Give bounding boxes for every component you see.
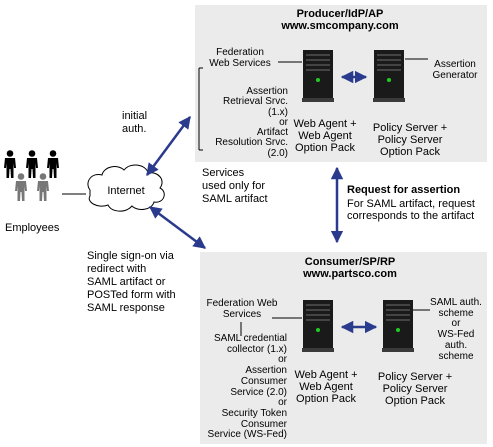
- consumer-federation-services: Federation Web Services: [202, 298, 282, 320]
- text-line: Option Pack: [380, 146, 440, 158]
- producer-web-agent-server-icon: [302, 50, 334, 102]
- assertion-generator-label: Assertion Generator: [425, 59, 485, 81]
- sso-note: Single sign-on via redirect with SAML ar…: [87, 250, 176, 315]
- consumer-credential-collector: SAML credential collector (1.x) or Asser…: [195, 333, 287, 441]
- employee-icon: [15, 173, 27, 201]
- producer-url: www.smcompany.com: [281, 20, 399, 32]
- text-line: Assertion: [245, 365, 287, 377]
- text-line: Web Agent +: [294, 369, 358, 381]
- employee-icon: [47, 150, 59, 178]
- text-line: Option Pack: [385, 395, 445, 407]
- text-line: or: [451, 318, 461, 330]
- consumer-url: www.partsco.com: [303, 268, 397, 280]
- consumer-web-agent-label: Web Agent + Web Agent Option Pack: [286, 369, 366, 405]
- text-line: Federation: [216, 47, 264, 58]
- text-line: (1.x): [268, 106, 288, 118]
- text-line: For SAML artifact, request: [347, 198, 475, 210]
- text-line: collector (1.x): [226, 343, 287, 355]
- services-note: Services used only for SAML artifact: [202, 167, 268, 206]
- text-line: corresponds to the artifact: [347, 210, 475, 222]
- text-line: Option Pack: [295, 142, 355, 154]
- consumer-policy-server-label: Policy Server + Policy Server Option Pac…: [365, 371, 465, 407]
- text-line: redirect with: [87, 263, 147, 275]
- text-line: Assertion: [434, 59, 476, 70]
- text-line: scheme: [438, 307, 474, 319]
- text-line: or: [278, 397, 287, 409]
- employee-icon: [26, 150, 38, 178]
- text-line: or: [279, 116, 288, 128]
- text-line: SAML artifact or: [87, 276, 166, 288]
- consumer-web-agent-server-icon: [302, 300, 334, 352]
- text-line: SAML artifact: [202, 193, 268, 205]
- text-line: SAML response: [87, 302, 165, 314]
- text-line: initial: [122, 110, 148, 122]
- text-line: Security Token: [221, 407, 287, 419]
- request-detail: For SAML artifact, request corresponds t…: [347, 198, 475, 222]
- text-line: SAML auth.: [430, 297, 482, 308]
- text-line: Option Pack: [296, 393, 356, 405]
- text-line: Policy Server: [377, 134, 443, 146]
- text-line: Assertion: [246, 86, 288, 97]
- consumer-auth-scheme: SAML auth. scheme or WS-Fed auth. scheme: [425, 297, 487, 362]
- internet-label: Internet: [107, 185, 145, 197]
- text-line: Service (2.0): [230, 386, 287, 398]
- text-line: Policy Server: [382, 383, 448, 395]
- producer-retrieval-service: Assertion Retrieval Srvc. (1.x) or Artif…: [200, 86, 288, 159]
- text-line: auth.: [122, 123, 147, 135]
- text-line: used only for: [202, 180, 265, 192]
- employees-label: Employees: [5, 222, 60, 234]
- text-line: SAML credential: [214, 333, 287, 344]
- producer-title: Producer/IdP/AP: [296, 8, 384, 20]
- text-line: Policy Server +: [372, 122, 448, 134]
- producer-federation-services: Federation Web Services: [200, 47, 280, 69]
- text-line: Federation Web: [206, 298, 278, 309]
- text-line: Service (WS-Fed): [207, 429, 287, 441]
- text-line: Generator: [432, 70, 478, 81]
- initial-auth-arrow: [145, 115, 192, 177]
- text-line: Consumer: [240, 375, 287, 387]
- text-line: Web Agent: [299, 381, 353, 393]
- employee-icon: [37, 173, 49, 201]
- text-line: Single sign-on via: [87, 250, 174, 262]
- text-line: Artifact: [256, 127, 288, 139]
- text-line: Retrieval Srvc.: [222, 96, 288, 108]
- text-line: WS-Fed: [437, 329, 475, 341]
- consumer-policy-server-icon: [382, 300, 414, 352]
- producer-panel: [195, 5, 487, 162]
- internet-cloud-icon: [87, 164, 165, 212]
- text-line: (2.0): [267, 147, 288, 159]
- text-line: POSTed form with: [87, 289, 176, 301]
- producer-policy-server-label: Policy Server + Policy Server Option Pac…: [360, 122, 460, 158]
- text-line: Consumer: [240, 418, 287, 430]
- text-line: Web Services: [209, 58, 271, 69]
- initial-auth-label: initial auth.: [122, 110, 147, 136]
- consumer-panel: [200, 252, 487, 444]
- text-line: Resolution Srvc.: [215, 137, 288, 149]
- producer-web-agent-label: Web Agent + Web Agent Option Pack: [285, 118, 365, 154]
- producer-policy-server-icon: [373, 50, 405, 102]
- sso-arrow: [148, 205, 207, 250]
- consumer-title: Consumer/SP/RP: [304, 256, 396, 268]
- text-line: auth.: [444, 339, 468, 351]
- employee-icon: [4, 150, 16, 178]
- text-line: or: [278, 354, 287, 366]
- request-title: Request for assertion: [347, 184, 461, 196]
- text-line: Services: [222, 309, 262, 320]
- text-line: Web Agent: [298, 130, 352, 142]
- text-line: Services: [202, 167, 245, 179]
- text-line: Web Agent +: [293, 118, 357, 130]
- text-line: Policy Server +: [377, 371, 453, 383]
- text-line: scheme: [438, 350, 474, 362]
